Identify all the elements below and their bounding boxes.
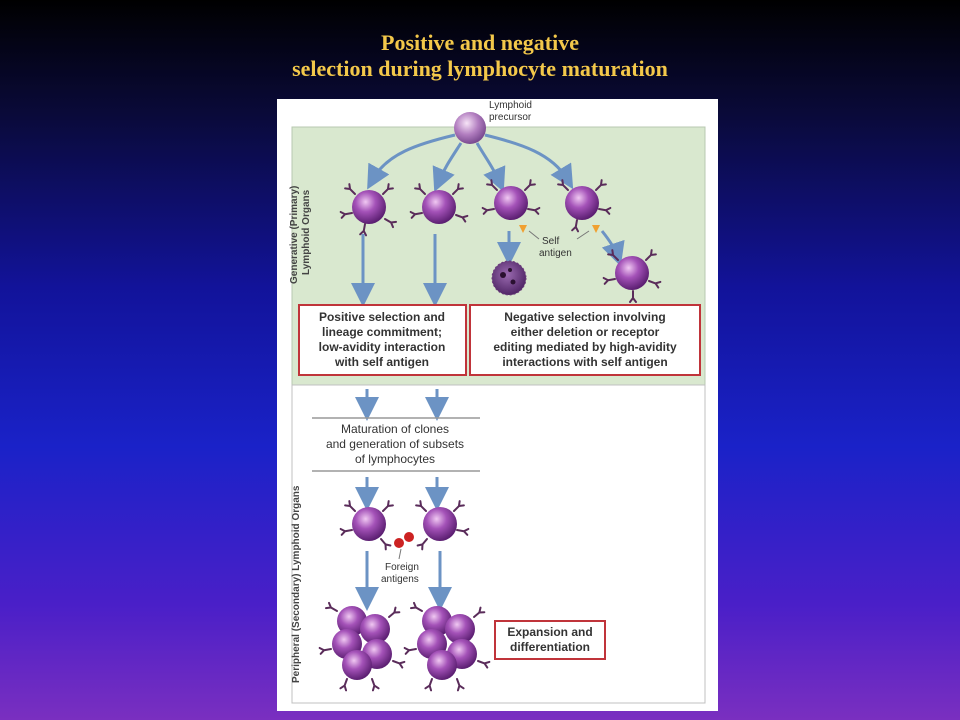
slide-title-line-1: Positive and negative	[381, 30, 579, 55]
self-antigen-pointer-1	[528, 230, 540, 240]
receptor-edited-cell	[602, 249, 662, 303]
expansion-arrows	[355, 551, 452, 611]
foreign-antigen-pointer	[398, 548, 402, 560]
foreign-antigen-marker-1	[394, 538, 404, 548]
generative-label: Generative (Primary)	[289, 186, 300, 284]
negative-box-line-1: Negative selection involving	[504, 310, 665, 324]
negative-box-line-2: either deletion or receptor	[511, 325, 660, 339]
generative-label-2: Lymphoid Organs	[301, 189, 312, 275]
slide-title: Positive and negative selection during l…	[0, 30, 960, 82]
foreign-antigen-label-1: Foreign	[385, 562, 419, 573]
lymphoid-precursor-cell	[454, 112, 486, 144]
expansion-line-2: differentiation	[510, 640, 590, 654]
maturation-arrows	[355, 389, 449, 421]
maturation-line-3: of lymphocytes	[355, 452, 435, 466]
mature-arrows	[355, 477, 449, 511]
maturation-line-1: Maturation of clones	[341, 422, 449, 436]
self-antigen-marker-2	[592, 225, 600, 233]
mature-cell-2	[415, 500, 470, 551]
foreign-antigen-marker-2	[404, 532, 414, 542]
foreign-antigen-label-2: antigens	[381, 574, 419, 585]
mature-cell-1	[339, 500, 394, 551]
immature-cell-3	[481, 179, 541, 220]
selection-arrows	[351, 230, 625, 307]
immature-cell-1	[339, 183, 398, 237]
positive-box-line-4: with self antigen	[334, 355, 429, 369]
expansion-line-1: Expansion and	[507, 625, 592, 639]
lymphocyte-maturation-figure: Generative (Primary) Lymphoid Organs Per…	[277, 99, 718, 711]
self-antigen-pointer-2	[576, 230, 590, 240]
negative-selection-box	[469, 304, 701, 376]
negative-box-line-4: interactions with self antigen	[502, 355, 667, 369]
negative-box-line-3: editing mediated by high-avidity	[493, 340, 677, 354]
deleted-apoptotic-cell	[491, 260, 527, 296]
maturation-box	[312, 417, 480, 472]
maturation-line-2: and generation of subsets	[326, 437, 464, 451]
self-antigen-label-2: antigen	[539, 248, 572, 259]
figure-svg: Generative (Primary) Lymphoid Organs Per…	[289, 100, 706, 704]
precursor-label-1: Lymphoid	[489, 100, 532, 111]
expansion-box	[494, 620, 606, 660]
self-antigen-marker-1	[519, 225, 527, 233]
positive-box-line-2: lineage commitment;	[322, 325, 442, 339]
immature-cell-2	[409, 183, 469, 224]
expanded-clone-cluster-1	[318, 601, 406, 692]
precursor-label-2: precursor	[489, 112, 532, 123]
expanded-clone-cluster-2	[403, 601, 491, 692]
positive-box-line-3: low-avidity interaction	[319, 340, 446, 354]
branch-arrows	[367, 133, 574, 193]
self-antigen-label-1: Self	[542, 236, 559, 247]
peripheral-label: Peripheral (Secondary) Lymphoid Organs	[291, 485, 302, 683]
positive-box-line-1: Positive selection and	[319, 310, 445, 324]
slide-title-line-2: selection during lymphocyte maturation	[292, 56, 668, 81]
positive-selection-box	[298, 304, 467, 376]
immature-cell-4	[557, 179, 612, 233]
